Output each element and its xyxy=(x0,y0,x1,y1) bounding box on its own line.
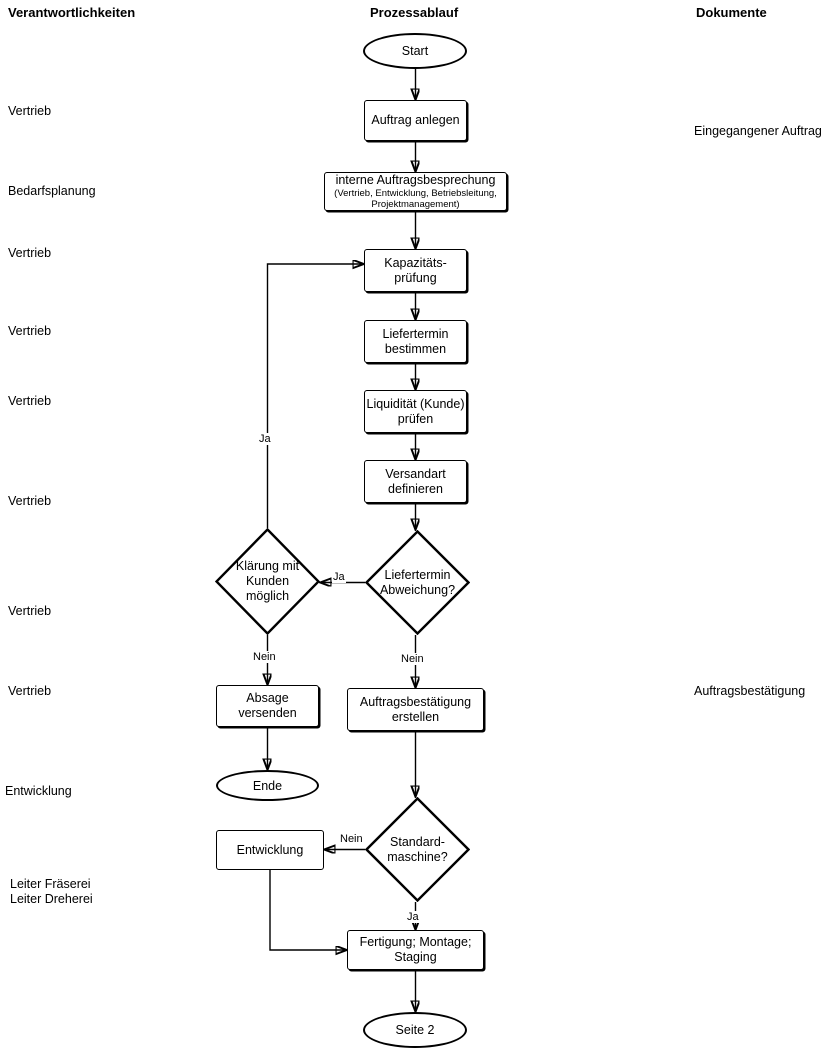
responsibility-label-5: Vertrieb xyxy=(8,494,52,508)
node-start-label: Start xyxy=(401,44,429,58)
responsibility-label-1: Bedarfsplanung xyxy=(8,184,96,198)
node-auftragsbestaetigung-erstellen[interactable]: Auftragsbestätigung erstellen xyxy=(347,688,484,731)
node-interne-auftragsbesprechung[interactable]: interne Auftragsbesprechung (Vertrieb, E… xyxy=(324,172,507,211)
node-absage-versenden-label: Absage versenden xyxy=(238,691,297,720)
node-klaerung-mit-kunden[interactable]: Klärung mit Kunden möglich xyxy=(215,528,320,635)
responsibility-label-9: Leiter Fräserei Leiter Dreherei xyxy=(10,877,93,906)
column-header-process: Prozessablauf xyxy=(370,5,459,20)
node-absage-versenden[interactable]: Absage versenden xyxy=(216,685,319,727)
node-entwicklung-label: Entwicklung xyxy=(236,842,304,857)
node-liquiditaet-pruefen[interactable]: Liquidität (Kunde) prüfen xyxy=(364,390,467,433)
edge-label-ja-klaerung-loop: Ja xyxy=(258,433,272,445)
responsibility-label-4: Vertrieb xyxy=(8,394,52,408)
node-kapazitaetspruefung[interactable]: Kapazitäts- prüfung xyxy=(364,249,467,292)
node-seite-2[interactable]: Seite 2 xyxy=(363,1012,467,1048)
responsibility-label-0: Vertrieb xyxy=(8,104,52,118)
node-versandart-definieren[interactable]: Versandart definieren xyxy=(364,460,467,503)
responsibility-label-2: Vertrieb xyxy=(8,246,52,260)
edge-label-nein-abweichung: Nein xyxy=(400,653,425,665)
node-seite-2-label: Seite 2 xyxy=(395,1023,435,1037)
node-start[interactable]: Start xyxy=(363,33,467,69)
edge-entwicklung-to-fertigung xyxy=(269,870,346,950)
node-auftrag-anlegen-label: Auftrag anlegen xyxy=(371,113,460,127)
node-standardmaschine-label: Standard- maschine? xyxy=(387,834,448,864)
edge-label-ja-standardmaschine: Ja xyxy=(406,911,420,923)
document-label-1: Auftragsbestätigung xyxy=(694,684,806,698)
node-kapazitaetspruefung-label: Kapazitäts- prüfung xyxy=(384,255,447,285)
responsibility-label-8: Entwicklung xyxy=(5,784,72,798)
edge-label-nein-klaerung: Nein xyxy=(252,651,277,663)
column-header-documents: Dokumente xyxy=(696,5,767,20)
responsibility-label-7: Vertrieb xyxy=(8,684,52,698)
node-liefertermin-abweichung-label: Liefertermin Abweichung? xyxy=(379,567,456,597)
node-auftrag-anlegen[interactable]: Auftrag anlegen xyxy=(364,100,467,141)
document-label-0: Eingegangener Auftrag xyxy=(694,124,822,138)
node-ende[interactable]: Ende xyxy=(216,770,319,801)
node-fertigung-montage-staging-label: Fertigung; Montage; Staging xyxy=(359,935,472,964)
edge-label-nein-standardmaschine: Nein xyxy=(339,833,364,845)
node-entwicklung[interactable]: Entwicklung xyxy=(216,830,324,870)
diamond-shape-icon xyxy=(365,530,470,635)
node-liquiditaet-pruefen-label: Liquidität (Kunde) prüfen xyxy=(366,396,465,426)
node-standardmaschine[interactable]: Standard- maschine? xyxy=(365,797,470,902)
node-interne-auftragsbesprechung-sublabel: (Vertrieb, Entwicklung, Betriebsleitung,… xyxy=(334,187,497,211)
node-fertigung-montage-staging[interactable]: Fertigung; Montage; Staging xyxy=(347,930,484,970)
column-header-responsibilities: Verantwortlichkeiten xyxy=(8,5,136,20)
responsibility-label-3: Vertrieb xyxy=(8,324,52,338)
node-versandart-definieren-label: Versandart definieren xyxy=(385,466,446,496)
diamond-shape-icon xyxy=(215,528,320,635)
node-auftragsbestaetigung-erstellen-label: Auftragsbestätigung erstellen xyxy=(359,694,472,724)
edge-label-ja-abweichung: Ja xyxy=(332,571,346,583)
node-interne-auftragsbesprechung-label: interne Auftragsbesprechung xyxy=(335,172,496,187)
edge-klaerung-ja-loop-to-kapazitaet xyxy=(266,264,364,528)
node-liefertermin-bestimmen[interactable]: Liefertermin bestimmen xyxy=(364,320,467,363)
node-klaerung-mit-kunden-label: Klärung mit Kunden möglich xyxy=(235,559,300,603)
node-liefertermin-abweichung[interactable]: Liefertermin Abweichung? xyxy=(365,530,470,635)
node-ende-label: Ende xyxy=(252,778,283,793)
diamond-shape-icon xyxy=(365,797,470,902)
node-liefertermin-bestimmen-label: Liefertermin bestimmen xyxy=(382,326,449,356)
responsibility-label-6: Vertrieb xyxy=(8,604,52,618)
